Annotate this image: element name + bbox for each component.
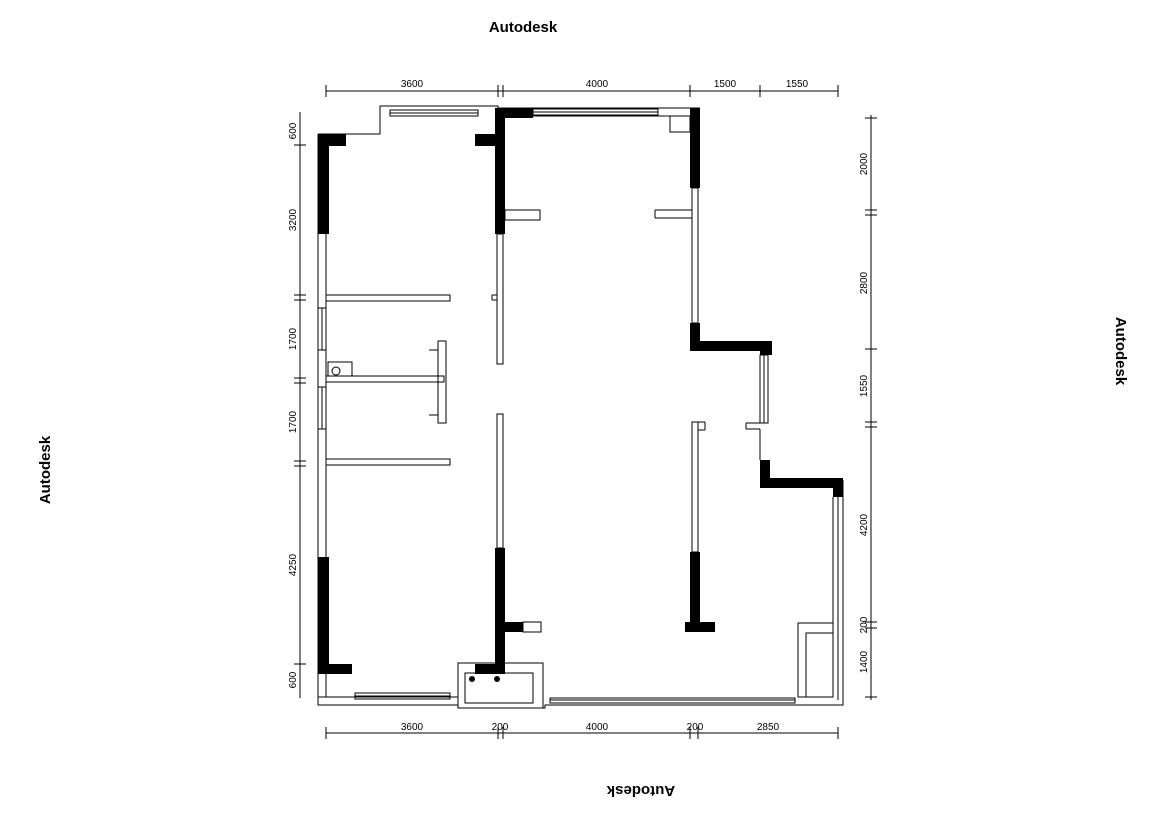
dim-left-3: 1700 (288, 327, 299, 350)
window-top-main (515, 108, 690, 117)
watermark-bottom: Autodesk (606, 782, 675, 799)
watermark-top: Autodesk (489, 19, 558, 36)
watermark-right: Autodesk (1112, 317, 1129, 386)
dim-right-2: 2800 (859, 271, 870, 294)
dim-bottom-4: 200 (687, 722, 704, 733)
top-corner-box (669, 115, 691, 133)
dim-top-4: 1550 (786, 79, 809, 90)
dimension-lines (294, 85, 877, 739)
interior-walls (325, 187, 761, 633)
window-top-left (389, 109, 479, 117)
dim-left-6: 600 (288, 671, 299, 688)
watermark-left: Autodesk (37, 435, 54, 504)
balcony-right (797, 497, 839, 700)
window-bottom-left (354, 692, 451, 700)
dim-right-5: 200 (859, 616, 870, 633)
dim-left-4: 1700 (288, 410, 299, 433)
window-right-side (759, 354, 769, 424)
dim-top-3: 1500 (714, 79, 737, 90)
window-bottom-right (549, 697, 796, 704)
window-left-side (317, 307, 327, 430)
dim-right-6: 1400 (859, 650, 870, 673)
structural-walls (318, 108, 843, 674)
dim-top-1: 3600 (401, 79, 424, 90)
dim-bottom-2: 200 (492, 722, 509, 733)
dim-bottom-5: 2850 (757, 722, 780, 733)
dim-bottom-3: 4000 (586, 722, 609, 733)
dim-left-5: 4250 (288, 553, 299, 576)
dim-right-4: 4200 (859, 513, 870, 536)
dim-top-2: 4000 (586, 79, 609, 90)
dim-left-2: 3200 (288, 208, 299, 231)
dim-left-1: 600 (288, 122, 299, 139)
dim-right-3: 1550 (859, 374, 870, 397)
dim-bottom-1: 3600 (401, 722, 424, 733)
dim-right-1: 2000 (859, 152, 870, 175)
